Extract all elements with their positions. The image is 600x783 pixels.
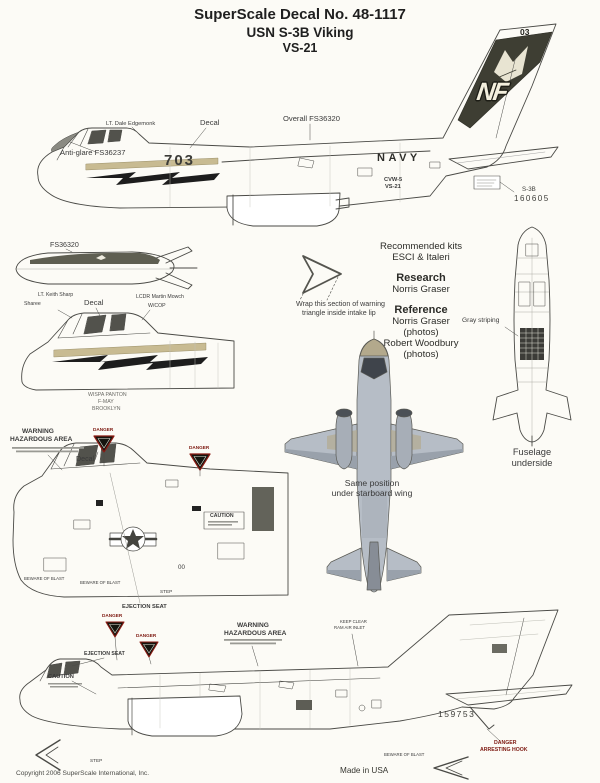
top-view-note-line1: Same position	[344, 478, 400, 488]
antiglare-callout: Anti-glare FS36237	[60, 148, 126, 157]
nose-crew-name-4: W/COP	[148, 303, 166, 309]
beware-of-blast-stencil: BEWARE OF BLAST	[24, 576, 65, 581]
intake-wrap-chevron	[299, 255, 342, 301]
sonobuoy-grid	[519, 327, 545, 361]
danger-label: DANGER	[102, 613, 123, 618]
nose-note-3: BROOKLYN	[92, 406, 121, 412]
tank-color-label: FS36320	[50, 241, 79, 249]
kits-heading: Recommended kits	[379, 241, 463, 252]
side-profile-drawing	[37, 23, 559, 227]
warning-heading: WARNING	[22, 428, 54, 435]
reference-name-1: Norris Graser	[392, 316, 450, 327]
hook-danger-label: DANGER	[494, 740, 517, 746]
hazardous-heading-2: HAZARDOUS AREA	[224, 630, 287, 637]
bottom-bureau-number: 159753	[438, 709, 476, 719]
navy-titles: NAVY	[377, 152, 421, 164]
danger-label: DANGER	[136, 633, 157, 638]
bureau-number: 160605	[514, 194, 550, 203]
national-insignia	[108, 526, 158, 552]
step-stencil-2: STEP	[90, 758, 103, 763]
underside-caption-line1: Fuselage	[512, 447, 552, 457]
reference-note-2: (photos)	[403, 349, 439, 360]
ejection-seat-callout-2: EJECTION SEAT	[84, 651, 125, 657]
nose-note-1: WISPA PANTON	[88, 392, 127, 398]
top-view-drawing	[284, 330, 464, 593]
tail-code: NF	[475, 78, 509, 106]
nose-modex: 703	[164, 152, 196, 169]
danger-triangle	[139, 641, 159, 658]
fuel-tank-drawing	[15, 246, 198, 290]
page-squadron: VS-21	[282, 41, 318, 55]
fin-number: 03	[520, 27, 530, 37]
kits-names: ESCI & Italeri	[392, 252, 450, 263]
danger-triangle	[93, 435, 115, 453]
reference-name-2: Robert Woodbury	[383, 338, 459, 349]
bottom-profile-drawing	[19, 609, 573, 780]
danger-triangle	[105, 621, 125, 638]
danger-triangle	[189, 453, 211, 471]
nose-decal-callout: Decal	[84, 298, 104, 307]
squadron-label: VS-21	[385, 184, 401, 190]
hazardous-heading: HAZARDOUS AREA	[10, 436, 73, 443]
fd-decal-callout: Decal	[76, 455, 95, 463]
eagle-artwork	[494, 46, 528, 82]
nose-detail-drawing	[21, 307, 235, 391]
gray-striping-callout: Gray striping	[462, 317, 500, 324]
reference-heading: Reference	[394, 304, 448, 316]
page-subtitle: USN S-3B Viking	[246, 25, 354, 40]
top-view-note-line2: under starboard wing	[331, 488, 413, 498]
keep-clear-stencil: KEEP CLEAR	[340, 619, 367, 624]
hook-chevron	[433, 756, 469, 780]
underside-drawing	[492, 226, 572, 447]
danger-label: DANGER	[93, 427, 114, 432]
page-title: SuperScale Decal No. 48-1117	[194, 6, 406, 23]
caution-label: CAUTION	[210, 513, 234, 519]
intake-note-line2: triangle inside intake lip	[302, 309, 376, 317]
beware-of-blast-stencil: BEWARE OF BLAST	[80, 580, 121, 585]
step-arrow	[35, 739, 61, 771]
copyright-line: Copyright 2006 SuperScale International,…	[16, 770, 150, 777]
caution-label-2: CAUTION	[48, 674, 74, 680]
lightning-bolt-decal	[86, 172, 220, 185]
danger-label: DANGER	[189, 445, 210, 450]
ejection-seat-callout: EJECTION SEAT	[122, 604, 167, 610]
ram-air-inlet-stencil: RAM AIR INLET	[334, 625, 366, 630]
research-heading: Research	[396, 272, 446, 284]
overall-color-callout: Overall FS36320	[283, 114, 340, 123]
nose-crew-name-2: Sharee	[24, 301, 41, 307]
nose-crew-name-3: LCDR Martin Mowch	[136, 294, 184, 300]
made-in-usa: Made in USA	[340, 766, 389, 775]
reference-note-1: (photos)	[403, 327, 439, 338]
research-name: Norris Graser	[392, 284, 450, 295]
airwing-label: CVW-5	[384, 177, 403, 183]
type-label: S-3B	[522, 186, 536, 193]
credits-block: Recommended kits ESCI & Italeri Research…	[352, 241, 490, 360]
double-zero-marking: 00	[178, 564, 185, 571]
decal-callout: Decal	[200, 118, 220, 127]
nose-note-2: F-MAY	[98, 399, 114, 405]
beware-of-blast-stencil-2: BEWARE OF BLAST	[384, 752, 425, 757]
tail-flash	[457, 31, 553, 129]
underside-caption-line2: underside	[511, 458, 553, 468]
nose-crew-name-1: LT. Keith Sharp	[38, 292, 74, 298]
intake-note-line1: Wrap this section of warning	[296, 300, 385, 308]
forward-detail-drawing	[12, 435, 289, 604]
warning-heading-2: WARNING	[237, 622, 269, 629]
arresting-hook-label: ARRESTING HOOK	[480, 747, 528, 753]
crew-name-label: LT. Dale Edgemonk	[106, 121, 156, 127]
step-stencil: STEP	[160, 589, 173, 594]
